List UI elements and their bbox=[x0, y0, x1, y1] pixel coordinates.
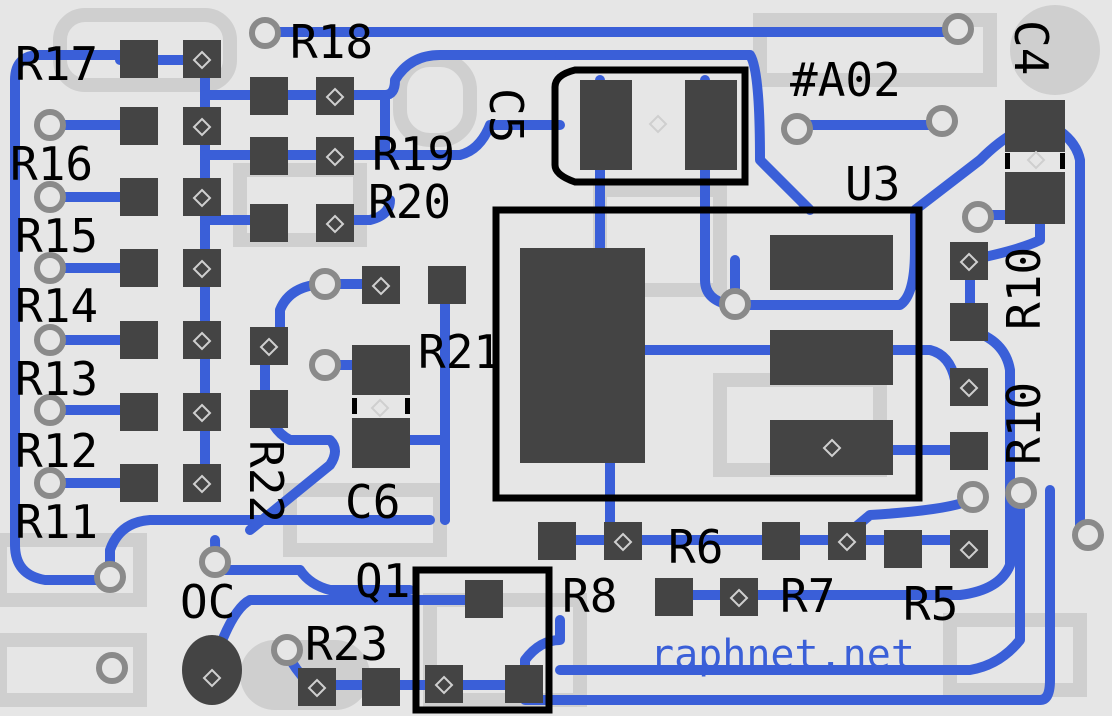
label-c4: C4 bbox=[1004, 20, 1058, 75]
label-q1: Q1 bbox=[355, 554, 410, 608]
label-r10-bottom: R10 bbox=[997, 382, 1051, 465]
designators: R17 R18 R16 R19 R20 R15 R14 R13 R12 R11 … bbox=[10, 15, 1058, 678]
label-r6: R6 bbox=[668, 520, 723, 574]
label-r8: R8 bbox=[562, 569, 617, 623]
label-r22: R22 bbox=[239, 440, 293, 523]
label-revision: #A02 bbox=[790, 53, 901, 107]
label-oc: OC bbox=[180, 575, 235, 629]
label-r23: R23 bbox=[305, 617, 388, 671]
label-r16: R16 bbox=[10, 137, 93, 191]
label-r17: R17 bbox=[15, 37, 98, 91]
pin1-marker-icon bbox=[192, 50, 1046, 698]
label-r10-top: R10 bbox=[997, 247, 1051, 330]
label-u3: U3 bbox=[845, 157, 900, 211]
label-c5: C5 bbox=[479, 88, 533, 143]
label-r19: R19 bbox=[372, 127, 455, 181]
label-r12: R12 bbox=[15, 424, 98, 478]
backside-silkscreen bbox=[0, 8, 1087, 707]
silkscreen-outlines bbox=[412, 66, 923, 714]
c5-outline bbox=[551, 66, 749, 186]
via-icon bbox=[34, 13, 1104, 684]
label-r7: R7 bbox=[780, 569, 835, 623]
label-r5: R5 bbox=[903, 577, 958, 631]
copper-text-raphnet: raphnet.net bbox=[650, 632, 915, 678]
label-r11: R11 bbox=[15, 495, 98, 549]
label-r13: R13 bbox=[15, 352, 98, 406]
u3-outline bbox=[492, 206, 923, 502]
cap-dots bbox=[352, 153, 1065, 414]
smd-pads bbox=[120, 40, 1065, 706]
label-r20: R20 bbox=[368, 175, 451, 229]
label-r15: R15 bbox=[15, 209, 98, 263]
label-r18: R18 bbox=[290, 15, 373, 69]
label-r14: R14 bbox=[15, 279, 98, 333]
q1-outline bbox=[412, 566, 553, 714]
label-r21: R21 bbox=[418, 325, 501, 379]
label-c6: C6 bbox=[345, 475, 400, 529]
